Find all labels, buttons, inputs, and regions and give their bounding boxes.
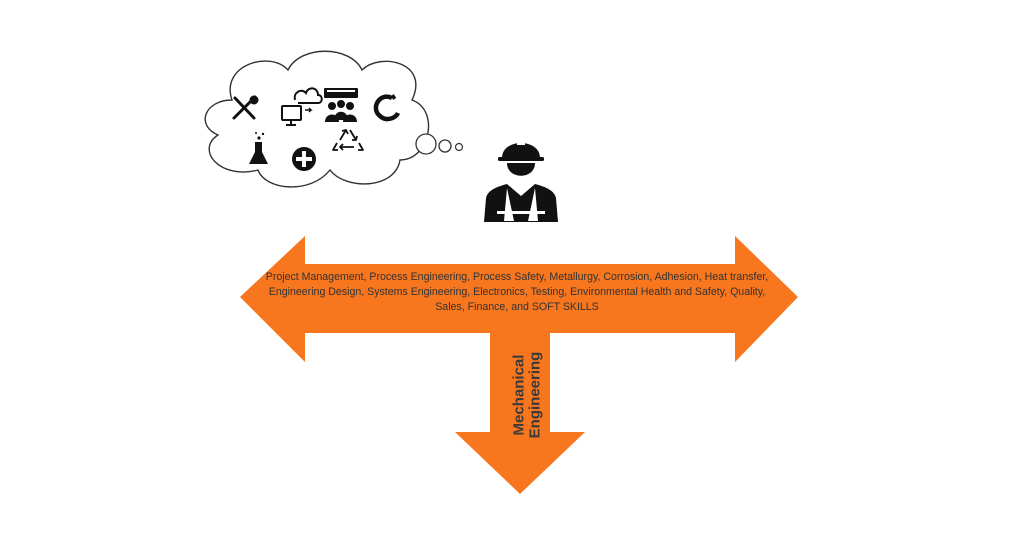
recycle-icon (332, 129, 364, 151)
thought-bubble-medium (438, 139, 452, 153)
horizontal-arrow-label: Project Management, Process Engineering,… (265, 271, 769, 313)
team-presentation-icon (324, 88, 358, 122)
magnet-icon (373, 94, 401, 122)
t-arrow-shape (240, 236, 798, 494)
cloud-computer-icon (281, 87, 323, 126)
engineer-icon (484, 140, 558, 222)
vertical-label-line2: Engineering (526, 351, 543, 439)
vertical-label-line1: Mechanical (510, 354, 527, 436)
tools-icon (232, 95, 259, 120)
flask-icon (249, 132, 268, 164)
vertical-arrow-label-text: Mechanical Engineering (510, 351, 543, 439)
vertical-arrow-label: Mechanical Engineering (487, 352, 567, 439)
medical-plus-icon (292, 147, 316, 171)
thought-bubble-small (454, 142, 464, 152)
thought-bubble-large (415, 133, 437, 155)
